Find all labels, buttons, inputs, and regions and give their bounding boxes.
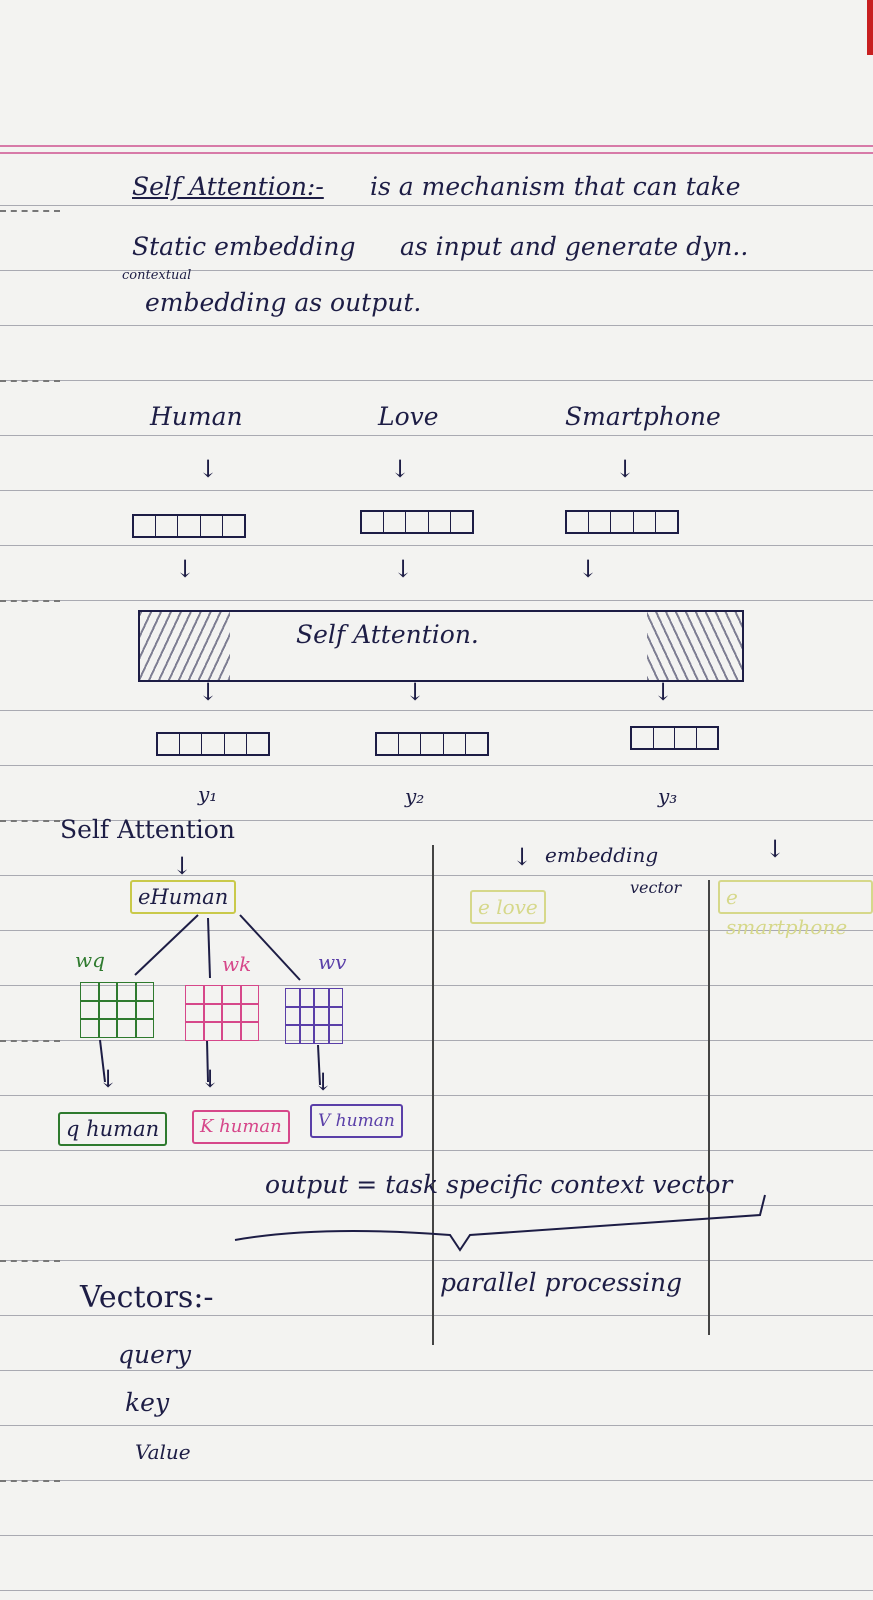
v-human-box: V human bbox=[310, 1104, 403, 1138]
k-human-box: K human bbox=[192, 1110, 290, 1144]
ruled-line bbox=[0, 325, 873, 326]
matrix-wk bbox=[185, 985, 259, 1041]
ruled-line bbox=[0, 1535, 873, 1536]
ruled-line bbox=[0, 1590, 873, 1591]
matrix-wv bbox=[285, 988, 343, 1044]
output-y2: y₂ bbox=[405, 784, 425, 808]
heading-self-attention: Self Attention:- bbox=[132, 172, 324, 201]
definition-static-embedding: Static embedding bbox=[132, 232, 356, 261]
down-arrow-icon: ↓ bbox=[512, 843, 533, 871]
definition-line-3: embedding as output. bbox=[145, 288, 422, 317]
down-arrow-icon: ↓ bbox=[653, 678, 674, 706]
definition-line-2: as input and generate dyn.. bbox=[400, 232, 749, 261]
margin-mark bbox=[0, 600, 60, 603]
static-embedding-love bbox=[360, 510, 474, 534]
ruled-line bbox=[0, 600, 873, 601]
down-arrow-icon: ↓ bbox=[172, 852, 193, 880]
self-attention-label: Self Attention. bbox=[296, 620, 479, 649]
ruled-line bbox=[0, 1095, 873, 1096]
embedding-label: embedding bbox=[545, 843, 659, 867]
ruled-line bbox=[0, 875, 873, 876]
divider-line bbox=[432, 845, 434, 1345]
vector-key: key bbox=[125, 1388, 170, 1417]
output-y1: y₁ bbox=[198, 782, 218, 806]
ruled-line bbox=[0, 985, 873, 986]
down-arrow-icon: ↓ bbox=[198, 455, 219, 483]
q-human-label: q human bbox=[66, 1117, 160, 1141]
margin-mark bbox=[0, 820, 60, 823]
vectors-heading: Vectors:- bbox=[80, 1280, 214, 1315]
down-arrow-icon: ↓ bbox=[98, 1065, 119, 1093]
ruled-line bbox=[0, 545, 873, 546]
matrix-wq bbox=[80, 982, 154, 1038]
e-human-box: eHuman bbox=[130, 880, 237, 914]
vector-query: query bbox=[118, 1340, 191, 1369]
ruled-line bbox=[0, 1425, 873, 1426]
down-arrow-icon: ↓ bbox=[313, 1068, 334, 1096]
output-y3: y₃ bbox=[658, 784, 678, 808]
ruled-line bbox=[0, 435, 873, 436]
margin-mark bbox=[0, 1260, 60, 1263]
ruled-line bbox=[0, 270, 873, 271]
down-arrow-icon: ↓ bbox=[405, 678, 426, 706]
ruled-line bbox=[0, 205, 873, 206]
page-tab-marker bbox=[867, 0, 873, 55]
weight-wk: wk bbox=[222, 952, 252, 976]
ruled-line bbox=[0, 765, 873, 766]
ruled-line bbox=[0, 380, 873, 381]
e-smartphone-box: e smartphone bbox=[718, 880, 873, 939]
self-attention-block bbox=[138, 610, 744, 682]
ruled-line bbox=[0, 490, 873, 491]
contextual-embedding-1 bbox=[156, 732, 270, 756]
static-embedding-human bbox=[132, 514, 246, 538]
header-rule bbox=[0, 152, 873, 154]
vector-label: vector bbox=[630, 878, 682, 897]
parallel-processing-label: parallel processing bbox=[440, 1268, 683, 1297]
ruled-line bbox=[0, 710, 873, 711]
weight-wq: wq bbox=[75, 948, 105, 972]
ruled-line bbox=[0, 1370, 873, 1371]
down-arrow-icon: ↓ bbox=[578, 555, 599, 583]
down-arrow-icon: ↓ bbox=[198, 678, 219, 706]
word-smartphone: Smartphone bbox=[565, 402, 721, 431]
margin-mark bbox=[0, 1040, 60, 1043]
ruled-line bbox=[0, 930, 873, 931]
word-human: Human bbox=[150, 402, 243, 431]
ruled-line bbox=[0, 1260, 873, 1261]
down-arrow-icon: ↓ bbox=[200, 1065, 221, 1093]
section-heading-self-attention: Self Attention bbox=[60, 815, 235, 844]
margin-mark bbox=[0, 1480, 60, 1483]
ruled-line bbox=[0, 1150, 873, 1151]
annotation-contextual: contextual bbox=[122, 268, 192, 283]
ruled-line bbox=[0, 1205, 873, 1206]
margin-mark bbox=[0, 380, 60, 383]
contextual-embedding-3 bbox=[630, 726, 719, 750]
q-human-box: q human bbox=[58, 1112, 168, 1146]
divider-line bbox=[708, 880, 710, 1335]
down-arrow-icon: ↓ bbox=[393, 555, 414, 583]
ruled-line bbox=[0, 1040, 873, 1041]
margin-mark bbox=[0, 210, 60, 213]
ruled-line bbox=[0, 820, 873, 821]
definition-line-1: is a mechanism that can take bbox=[370, 172, 741, 201]
ruled-line bbox=[0, 1315, 873, 1316]
e-human-label: eHuman bbox=[138, 885, 229, 909]
down-arrow-icon: ↓ bbox=[390, 455, 411, 483]
output-description: output = task specific context vector bbox=[265, 1170, 733, 1199]
ruled-line bbox=[0, 1480, 873, 1481]
header-rule bbox=[0, 145, 873, 147]
static-embedding-smartphone bbox=[565, 510, 679, 534]
vector-value: Value bbox=[135, 1440, 191, 1464]
contextual-embedding-2 bbox=[375, 732, 489, 756]
down-arrow-icon: ↓ bbox=[175, 555, 196, 583]
down-arrow-icon: ↓ bbox=[615, 455, 636, 483]
e-love-box: e love bbox=[470, 890, 546, 924]
down-arrow-icon: ↓ bbox=[765, 835, 786, 863]
weight-wv: wv bbox=[318, 950, 347, 974]
word-love: Love bbox=[378, 402, 439, 431]
